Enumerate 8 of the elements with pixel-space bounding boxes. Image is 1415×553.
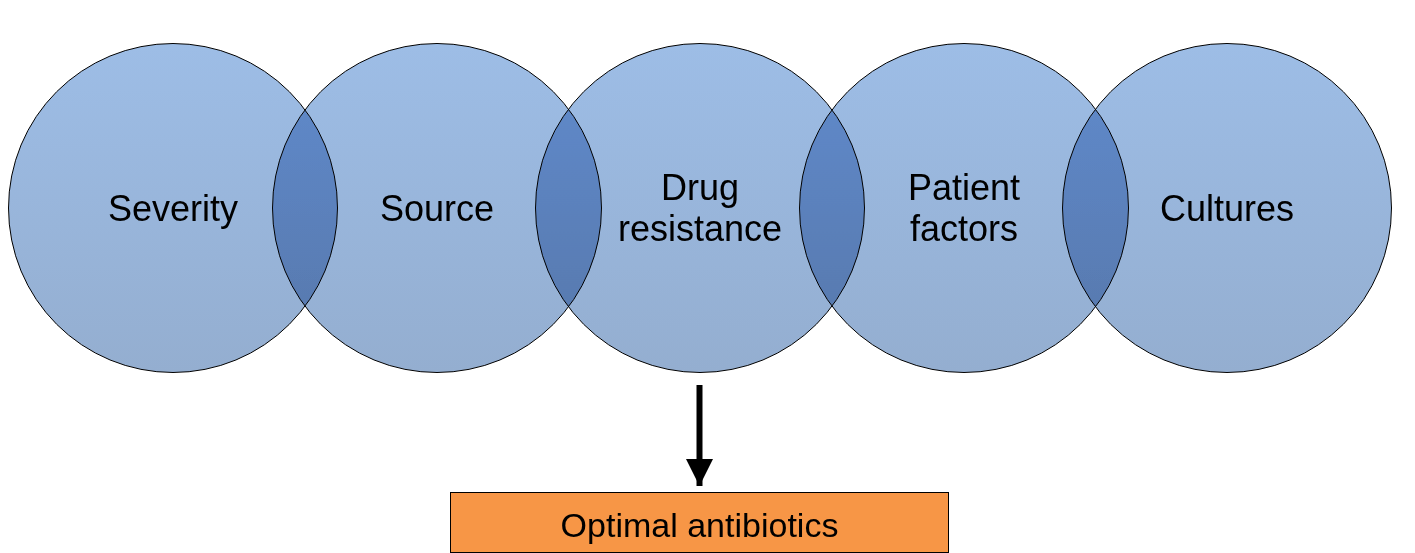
node-label: Cultures: [1159, 187, 1295, 229]
node-label: Severity: [107, 187, 238, 229]
node-label: Source: [379, 187, 495, 229]
arrow: [686, 385, 713, 486]
node-label: Optimal antibiotics: [560, 505, 839, 545]
node-label: Drug resistance: [616, 167, 784, 249]
node-label: Patient factors: [906, 167, 1022, 249]
result-box: [450, 492, 949, 553]
